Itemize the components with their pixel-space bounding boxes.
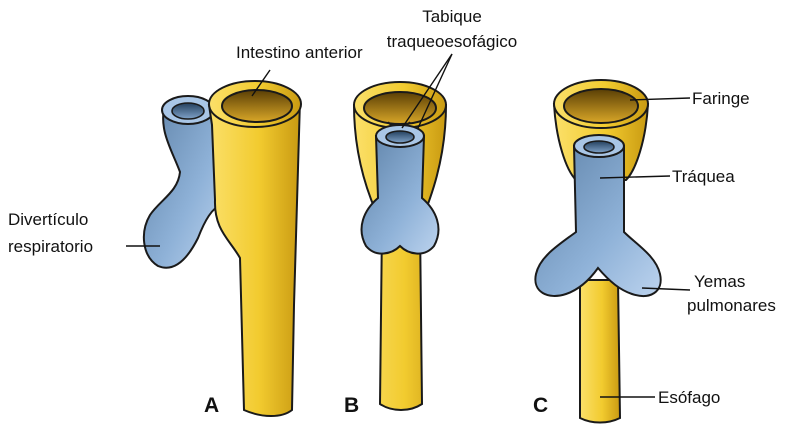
foregut-opening — [222, 90, 292, 122]
pharynx-c-opening — [564, 89, 638, 123]
label-traquea: Tráquea — [672, 167, 735, 186]
esophagus-c — [580, 280, 620, 423]
trachea-c-opening — [584, 141, 614, 153]
label-esofago: Esófago — [658, 388, 720, 407]
panel-label-c: C — [533, 394, 548, 417]
trachea-b-opening — [386, 131, 414, 143]
trachea-c — [535, 146, 660, 296]
panel-c-illustration — [535, 80, 660, 423]
label-tabique-line2: traqueoesofágico — [387, 32, 517, 51]
diverticulum-opening — [172, 103, 204, 119]
panel-a-illustration — [144, 81, 301, 416]
label-faringe: Faringe — [692, 89, 750, 108]
label-diverticulo-line2: respiratorio — [8, 237, 93, 256]
label-tabique-line1: Tabique — [422, 7, 482, 26]
respiratory-diverticulum — [144, 104, 222, 268]
label-yemas-line1: Yemas — [694, 272, 745, 291]
panel-label-b: B — [344, 394, 359, 417]
panel-label-a: A — [204, 394, 219, 417]
label-yemas-line2: pulmonares — [687, 296, 776, 315]
pharynx-b-opening — [364, 92, 436, 124]
panel-b-illustration — [354, 82, 446, 410]
label-diverticulo-line1: Divertículo — [8, 210, 88, 229]
label-intestino-anterior: Intestino anterior — [236, 43, 363, 62]
foregut-tube-a — [209, 100, 300, 416]
